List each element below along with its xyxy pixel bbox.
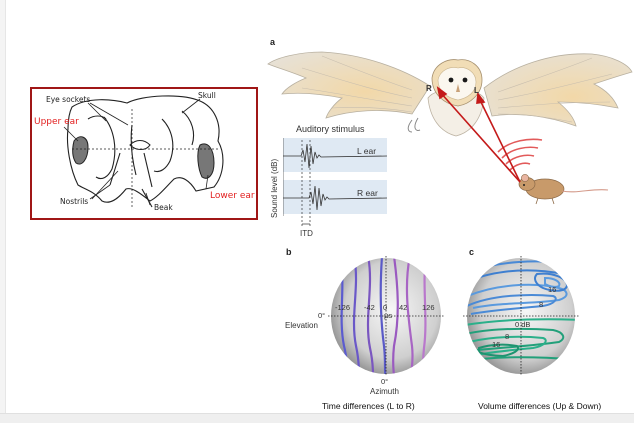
beak-label: Beak bbox=[154, 203, 173, 212]
upper-ear-label: Upper ear bbox=[34, 117, 79, 127]
time-tick-neg126: -126 bbox=[335, 303, 351, 312]
owl-right-ear-label: R bbox=[426, 84, 432, 93]
skull-drawing bbox=[63, 95, 224, 208]
left-ear-trace-label: L ear bbox=[357, 146, 377, 156]
auditory-stimulus-title: Auditory stimulus bbox=[296, 124, 365, 134]
auditory-stimulus-plot bbox=[283, 138, 388, 226]
panel-c-letter: c bbox=[469, 247, 475, 257]
skull-label: Skull bbox=[198, 91, 216, 100]
sound-level-axis-label: Sound level (dB) bbox=[270, 158, 279, 218]
time-tick-0: 0 bbox=[383, 303, 388, 312]
eye-sockets-label: Eye sockets bbox=[46, 95, 91, 104]
right-ear-trace-label: R ear bbox=[357, 188, 378, 198]
panel-a-letter: a bbox=[270, 37, 276, 47]
skull-diagram: Eye sockets Skull Upper ear Lower ear No… bbox=[30, 87, 258, 220]
left-ear-waveform bbox=[283, 143, 388, 169]
right-ear-waveform bbox=[283, 185, 388, 211]
volume-differences-caption: Volume differences (Up & Down) bbox=[478, 401, 602, 411]
volume-label-8-lower: 8 bbox=[505, 332, 510, 341]
time-difference-sphere bbox=[328, 256, 444, 376]
bottom-strip bbox=[0, 413, 634, 423]
time-tick-126: 126 bbox=[422, 303, 435, 312]
elevation-label: Elevation bbox=[285, 321, 318, 330]
azimuth-zero-label: 0° bbox=[381, 377, 389, 386]
owl-left-ear-label: L bbox=[474, 86, 479, 95]
panel-b-letter: b bbox=[286, 247, 292, 257]
volume-label-8-upper: 8 bbox=[539, 300, 544, 309]
elevation-zero-label: 0° bbox=[318, 311, 326, 320]
volume-label-0-db: 0 dB bbox=[515, 320, 531, 329]
volume-label-16-upper: 16 bbox=[548, 285, 557, 294]
volume-difference-sphere bbox=[463, 256, 579, 376]
lower-ear-label: Lower ear bbox=[210, 191, 255, 201]
owl-right-wing bbox=[483, 53, 633, 127]
time-tick-42: 42 bbox=[399, 303, 408, 312]
time-tick-neg42: -42 bbox=[364, 303, 375, 312]
owl-left-wing bbox=[267, 51, 431, 119]
itd-label: ITD bbox=[300, 229, 313, 238]
azimuth-label: Azimuth bbox=[370, 387, 399, 396]
nostrils-label: Nostrils bbox=[60, 197, 89, 206]
volume-label-16-lower: 16 bbox=[492, 340, 501, 349]
left-frame-edge bbox=[0, 0, 6, 422]
owl-mouse-illustration bbox=[267, 51, 633, 205]
time-differences-caption: Time differences (L to R) bbox=[322, 401, 415, 411]
time-unit-label: µs bbox=[384, 311, 393, 320]
